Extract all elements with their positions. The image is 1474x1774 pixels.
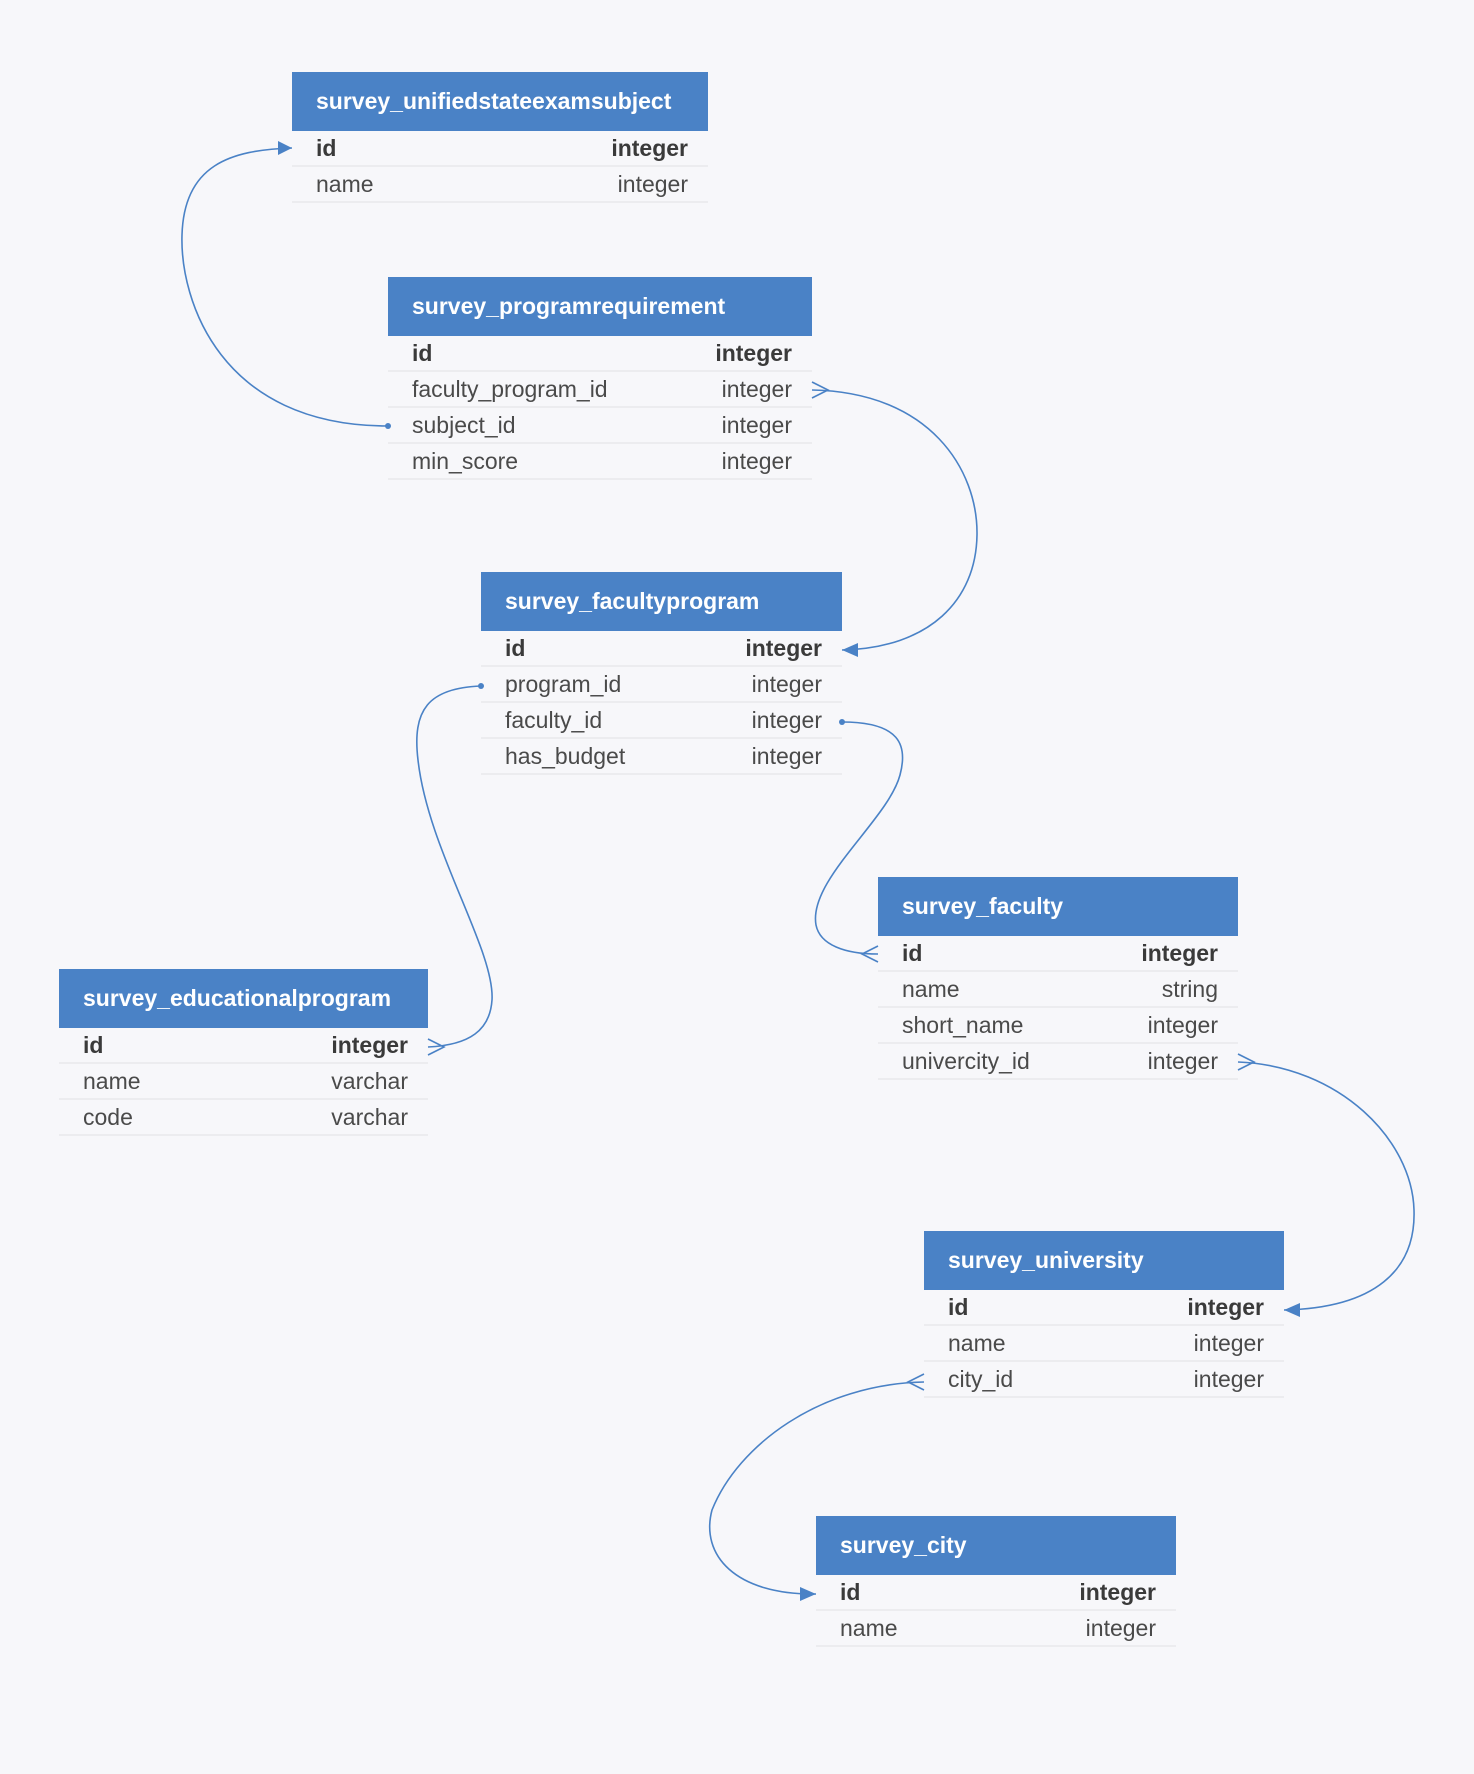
column-type: integer — [1085, 1614, 1156, 1641]
column-name: short_name — [902, 1011, 1024, 1038]
arrow-head-icon — [800, 1587, 816, 1601]
column-name: has_budget — [505, 742, 626, 769]
column-type: integer — [1147, 1047, 1218, 1074]
table-row[interactable]: code varchar — [59, 1100, 428, 1136]
column-type: integer — [1141, 939, 1218, 966]
column-name: name — [83, 1067, 141, 1094]
table-row[interactable]: short_name integer — [878, 1008, 1238, 1044]
column-type: integer — [617, 170, 688, 197]
column-name: name — [840, 1614, 898, 1641]
arrow-head-icon — [1284, 1303, 1300, 1317]
column-type: integer — [751, 706, 822, 733]
column-name: id — [316, 134, 337, 161]
column-name: id — [948, 1293, 969, 1320]
crows-foot-icon — [860, 945, 879, 963]
column-name: subject_id — [412, 411, 516, 438]
crows-foot-icon — [427, 1038, 446, 1056]
column-type: string — [1161, 975, 1218, 1002]
table-row[interactable]: name integer — [816, 1611, 1176, 1647]
table-row[interactable]: program_id integer — [481, 667, 842, 703]
table-row[interactable]: id integer — [481, 631, 842, 667]
column-name: id — [412, 339, 433, 366]
column-type: integer — [715, 339, 792, 366]
column-name: name — [316, 170, 374, 197]
table-row[interactable]: id integer — [388, 336, 812, 372]
arrow-head-icon — [278, 141, 292, 155]
column-type: integer — [721, 411, 792, 438]
table-row[interactable]: has_budget integer — [481, 739, 842, 775]
crows-foot-icon — [1237, 1053, 1256, 1071]
column-name: faculty_id — [505, 706, 603, 733]
column-type: integer — [751, 670, 822, 697]
column-type: integer — [751, 742, 822, 769]
column-name: faculty_program_id — [412, 375, 608, 402]
column-name: id — [902, 939, 923, 966]
table-row[interactable]: id integer — [292, 131, 708, 167]
table-title[interactable]: survey_facultyprogram — [481, 572, 842, 631]
table-title[interactable]: survey_faculty — [878, 877, 1238, 936]
column-name: id — [840, 1578, 861, 1605]
table-row[interactable]: name integer — [292, 167, 708, 203]
table-row[interactable]: subject_id integer — [388, 408, 812, 444]
column-type: varchar — [331, 1067, 408, 1094]
table-row[interactable]: faculty_program_id integer — [388, 372, 812, 408]
column-type: integer — [1193, 1329, 1264, 1356]
table-title[interactable]: survey_educationalprogram — [59, 969, 428, 1028]
table-row[interactable]: city_id integer — [924, 1362, 1284, 1398]
table-title[interactable]: survey_unifiedstateexamsubject — [292, 72, 708, 131]
table-row[interactable]: name varchar — [59, 1064, 428, 1100]
table-row[interactable]: name integer — [924, 1326, 1284, 1362]
column-name: name — [948, 1329, 1006, 1356]
table-row[interactable]: id integer — [924, 1290, 1284, 1326]
table-row[interactable]: name string — [878, 972, 1238, 1008]
column-name: univercity_id — [902, 1047, 1030, 1074]
table-survey-city[interactable]: survey_city id integer name integer — [816, 1516, 1176, 1647]
column-name: code — [83, 1103, 133, 1130]
column-type: integer — [721, 375, 792, 402]
table-row[interactable]: min_score integer — [388, 444, 812, 480]
table-row[interactable]: id integer — [878, 936, 1238, 972]
table-row[interactable]: faculty_id integer — [481, 703, 842, 739]
column-name: city_id — [948, 1365, 1014, 1392]
table-title[interactable]: survey_university — [924, 1231, 1284, 1290]
table-survey-programrequirement[interactable]: survey_programrequirement id integer fac… — [388, 277, 812, 480]
column-name: id — [505, 634, 526, 661]
column-type: varchar — [331, 1103, 408, 1130]
table-survey-educationalprogram[interactable]: survey_educationalprogram id integer nam… — [59, 969, 428, 1136]
column-name: min_score — [412, 447, 519, 474]
column-type: integer — [1147, 1011, 1218, 1038]
column-type: integer — [1193, 1365, 1264, 1392]
table-survey-faculty[interactable]: survey_faculty id integer name string sh… — [878, 877, 1238, 1080]
column-name: name — [902, 975, 960, 1002]
table-row[interactable]: id integer — [59, 1028, 428, 1064]
column-type: integer — [1079, 1578, 1156, 1605]
column-type: integer — [721, 447, 792, 474]
column-name: program_id — [505, 670, 622, 697]
column-type: integer — [611, 134, 688, 161]
table-title[interactable]: survey_city — [816, 1516, 1176, 1575]
column-type: integer — [1187, 1293, 1264, 1320]
crows-foot-icon — [811, 381, 830, 399]
table-row[interactable]: univercity_id integer — [878, 1044, 1238, 1080]
arrow-head-icon — [842, 643, 858, 657]
table-title[interactable]: survey_programrequirement — [388, 277, 812, 336]
crows-foot-icon — [906, 1373, 925, 1391]
table-survey-university[interactable]: survey_university id integer name intege… — [924, 1231, 1284, 1398]
table-survey-facultyprogram[interactable]: survey_facultyprogram id integer program… — [481, 572, 842, 775]
column-name: id — [83, 1031, 104, 1058]
table-survey-unifiedstateexamsubject[interactable]: survey_unifiedstateexamsubject id intege… — [292, 72, 708, 203]
column-type: integer — [331, 1031, 408, 1058]
table-row[interactable]: id integer — [816, 1575, 1176, 1611]
column-type: integer — [745, 634, 822, 661]
